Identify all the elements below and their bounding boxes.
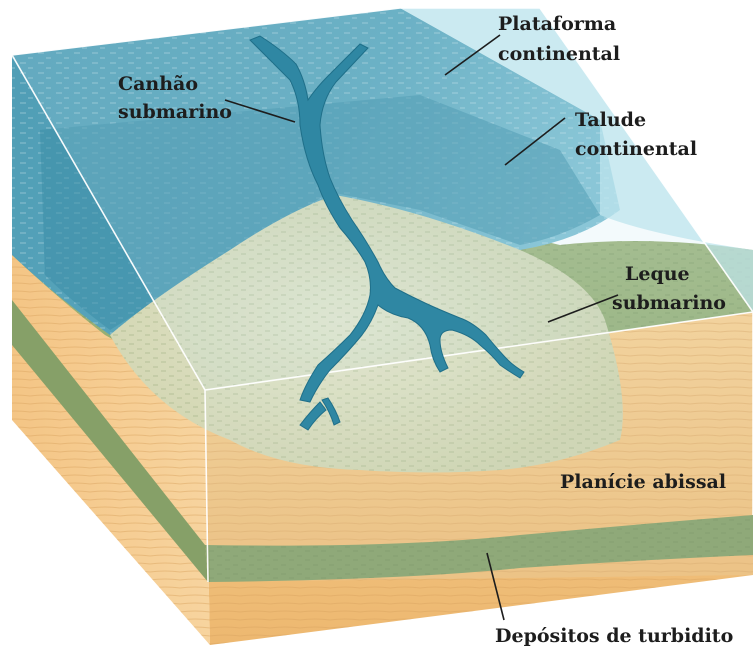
label-plataforma-line2: continental [498,43,620,65]
label-talude-line2: continental [575,138,697,160]
label-plataforma-line1: Plataforma [498,13,616,35]
label-canhao-line2: submarino [118,101,232,123]
label-planicie: Planície abissal [560,471,726,493]
label-talude-line1: Talude [575,109,646,131]
label-leque-line2: submarino [612,292,726,314]
label-canhao-line1: Canhão [118,73,198,95]
label-depositos: Depósitos de turbidito [495,625,733,647]
label-leque-line1: Leque [625,263,690,285]
